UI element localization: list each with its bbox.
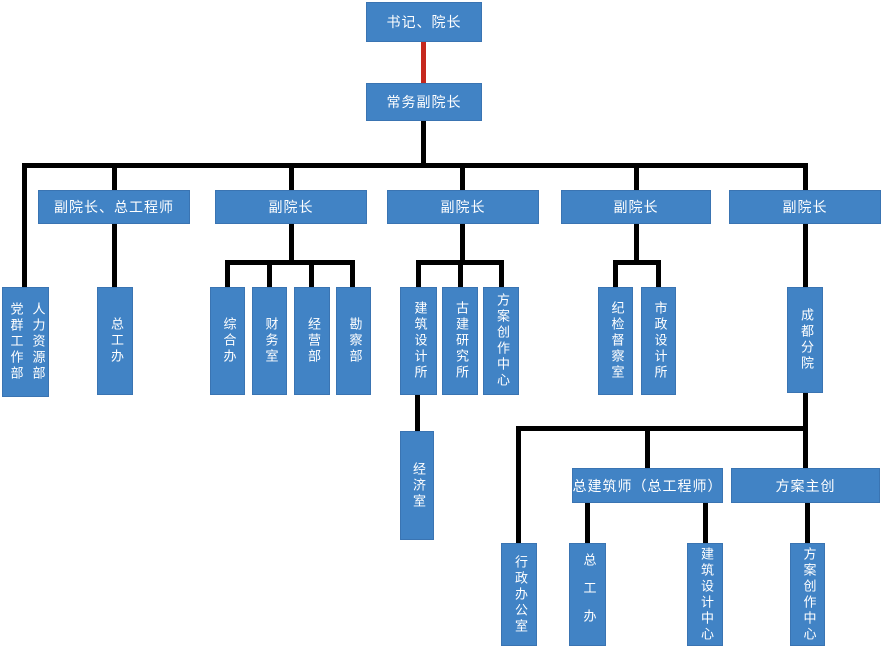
bus-vp3-group-connector [613, 260, 661, 265]
org-box-vp-chief-engineer: 副院长、总工程师 [38, 190, 190, 224]
org-box-label-general-office: 综合办 [220, 317, 236, 365]
bus-chengdu-group-connector [516, 426, 808, 431]
org-box-label-concept-center: 方案创作中心 [494, 293, 509, 389]
drop-chief-eng-office-2-connector [585, 503, 590, 543]
org-box-party-hr-dept: 党群工作部 人力资源部 [2, 287, 49, 397]
org-box-label-chief-eng-office: 总工办 [108, 317, 123, 365]
org-box-chief-eng-office: 总工办 [97, 287, 133, 395]
org-box-concept-center-2: 方案创作中心 [790, 543, 825, 646]
org-box-label-vp-2: 副院长 [440, 200, 486, 216]
drop-chengdu-branch-connector [803, 224, 808, 287]
drop-municipal-inst-connector [656, 260, 661, 287]
org-box-vp-1: 副院长 [215, 190, 367, 224]
drop-chief-architect-connector [645, 426, 650, 468]
org-box-label-operations-dept: 经营部 [305, 317, 320, 365]
org-box-admin-office: 行政办公室 [501, 543, 537, 646]
org-box-exec-vice-dean: 常务副院长 [366, 83, 482, 121]
org-box-label-concept-center-2: 方案创作中心 [800, 546, 816, 643]
drop-finance-office-connector [267, 260, 272, 287]
org-box-label-vp-chief-engineer: 副院长、总工程师 [54, 200, 174, 216]
org-box-label-finance-office: 财务室 [262, 317, 278, 365]
org-box-label-survey-dept: 勘察部 [346, 317, 362, 365]
org-box-label-chengdu-branch: 成都分院 [798, 308, 813, 372]
org-box-label-admin-office: 行政办公室 [512, 554, 527, 635]
org-box-concept-center: 方案创作中心 [483, 287, 519, 395]
drop-vp2-bottom-connector [460, 224, 465, 262]
v-exec-to-main-bus-connector [421, 121, 426, 165]
org-box-label-vp-1: 副院长 [268, 200, 314, 216]
drop-ancient-arch-inst-connector [458, 260, 463, 287]
org-box-label-party-hr-dept: 党群工作部 人力资源部 [7, 302, 45, 382]
drop-vp4-top-connector [803, 163, 808, 190]
drop-general-office-connector [225, 260, 230, 287]
drop-vp1-bottom-connector [289, 224, 294, 262]
org-box-label-municipal-inst: 市政设计所 [651, 301, 667, 381]
drop-vp1-top-connector [289, 163, 294, 190]
drop-vp3-top-connector [634, 163, 639, 190]
org-box-economy-office: 经济室 [400, 431, 434, 540]
org-box-operations-dept: 经营部 [294, 287, 330, 395]
main-bus-connector [22, 163, 808, 168]
org-box-survey-dept: 勘察部 [336, 287, 371, 395]
org-box-ancient-arch-inst: 古建研究所 [442, 287, 478, 395]
org-box-finance-office: 财务室 [252, 287, 287, 395]
org-box-vp-2: 副院长 [387, 190, 539, 224]
drop-arch-design-center-connector [703, 503, 708, 543]
org-box-label-arch-design-center: 建筑设计中心 [698, 546, 713, 643]
drop-admin-office-connector [516, 426, 521, 543]
drop-survey-dept-connector [350, 260, 355, 287]
org-box-label-vp-4: 副院长 [782, 200, 828, 216]
org-box-chengdu-branch: 成都分院 [787, 287, 823, 393]
org-box-label-ancient-arch-inst: 古建研究所 [453, 301, 468, 381]
org-box-general-office: 综合办 [210, 287, 245, 395]
org-box-root: 书记、院长 [366, 2, 482, 42]
drop-chief-eng-office-connector [112, 224, 117, 287]
org-box-label-economy-office: 经济室 [410, 461, 425, 510]
drop-concept-center-connector [499, 260, 504, 287]
drop-discipline-office-connector [613, 260, 618, 287]
org-box-label-root: 书记、院长 [386, 15, 462, 31]
org-box-arch-design-center: 建筑设计中心 [687, 543, 723, 646]
org-box-label-chief-eng-office-2: 总工办 [580, 552, 596, 637]
org-box-vp-4: 副院长 [729, 190, 881, 224]
drop-vp3-bottom-connector [634, 224, 639, 262]
org-box-label-arch-design-inst: 建筑设计所 [411, 301, 427, 381]
org-box-municipal-inst: 市政设计所 [641, 287, 676, 395]
bus-vp1-group-connector [225, 260, 355, 265]
v-chengdu-down-connector [803, 393, 808, 429]
drop-operations-dept-connector [309, 260, 314, 287]
link-root-to-exec-connector [421, 42, 426, 83]
org-box-label-concept-lead: 方案主创 [775, 478, 836, 495]
drop-concept-center-2-connector [805, 503, 810, 543]
org-box-concept-lead: 方案主创 [731, 468, 880, 503]
drop-concept-lead-connector [803, 428, 808, 468]
org-box-label-discipline-office: 纪检督察室 [608, 301, 624, 381]
org-box-label-vp-3: 副院长 [613, 200, 659, 216]
org-box-discipline-office: 纪检督察室 [598, 287, 633, 395]
org-box-label-exec-vice-dean: 常务副院长 [386, 95, 462, 111]
org-box-chief-eng-office-2: 总工办 [569, 543, 606, 646]
drop-party-hr-connector [22, 163, 27, 287]
org-box-arch-design-inst: 建筑设计所 [400, 287, 437, 395]
drop-vp2-top-connector [460, 163, 465, 190]
org-box-label-chief-architect: 总建筑师（总工程师） [572, 478, 723, 495]
org-box-chief-architect: 总建筑师（总工程师） [572, 468, 723, 503]
drop-arch-design-inst-connector [416, 260, 421, 287]
link-economy-office-connector [415, 395, 420, 431]
org-box-vp-3: 副院长 [561, 190, 711, 224]
drop-vp-chief-eng-top-connector [112, 163, 117, 190]
